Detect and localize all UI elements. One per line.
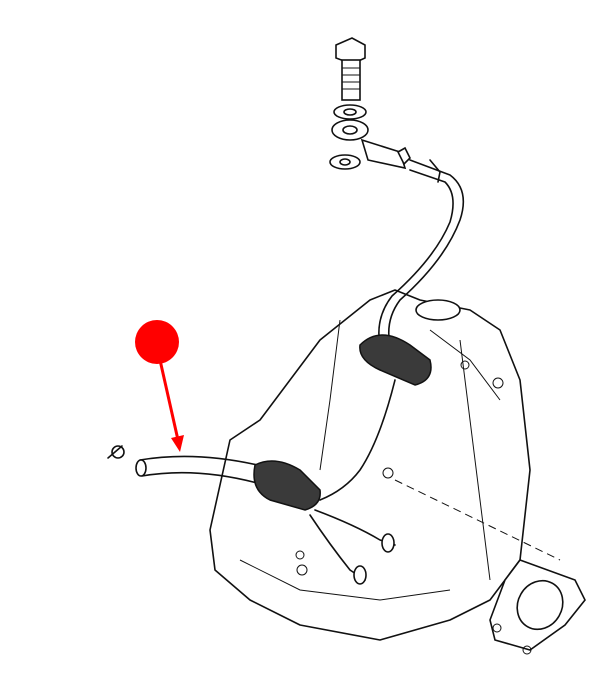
arrow-head-icon xyxy=(171,435,184,452)
lower-fuel-hose xyxy=(107,379,396,585)
marker-arrow xyxy=(158,359,180,441)
upper-fuel-hose xyxy=(359,159,465,386)
marker-dot xyxy=(135,320,179,364)
banjo-bolt-assembly xyxy=(329,37,411,170)
fuel-tank xyxy=(209,289,561,641)
flange-gasket xyxy=(489,559,586,655)
callout-marker xyxy=(135,320,184,452)
